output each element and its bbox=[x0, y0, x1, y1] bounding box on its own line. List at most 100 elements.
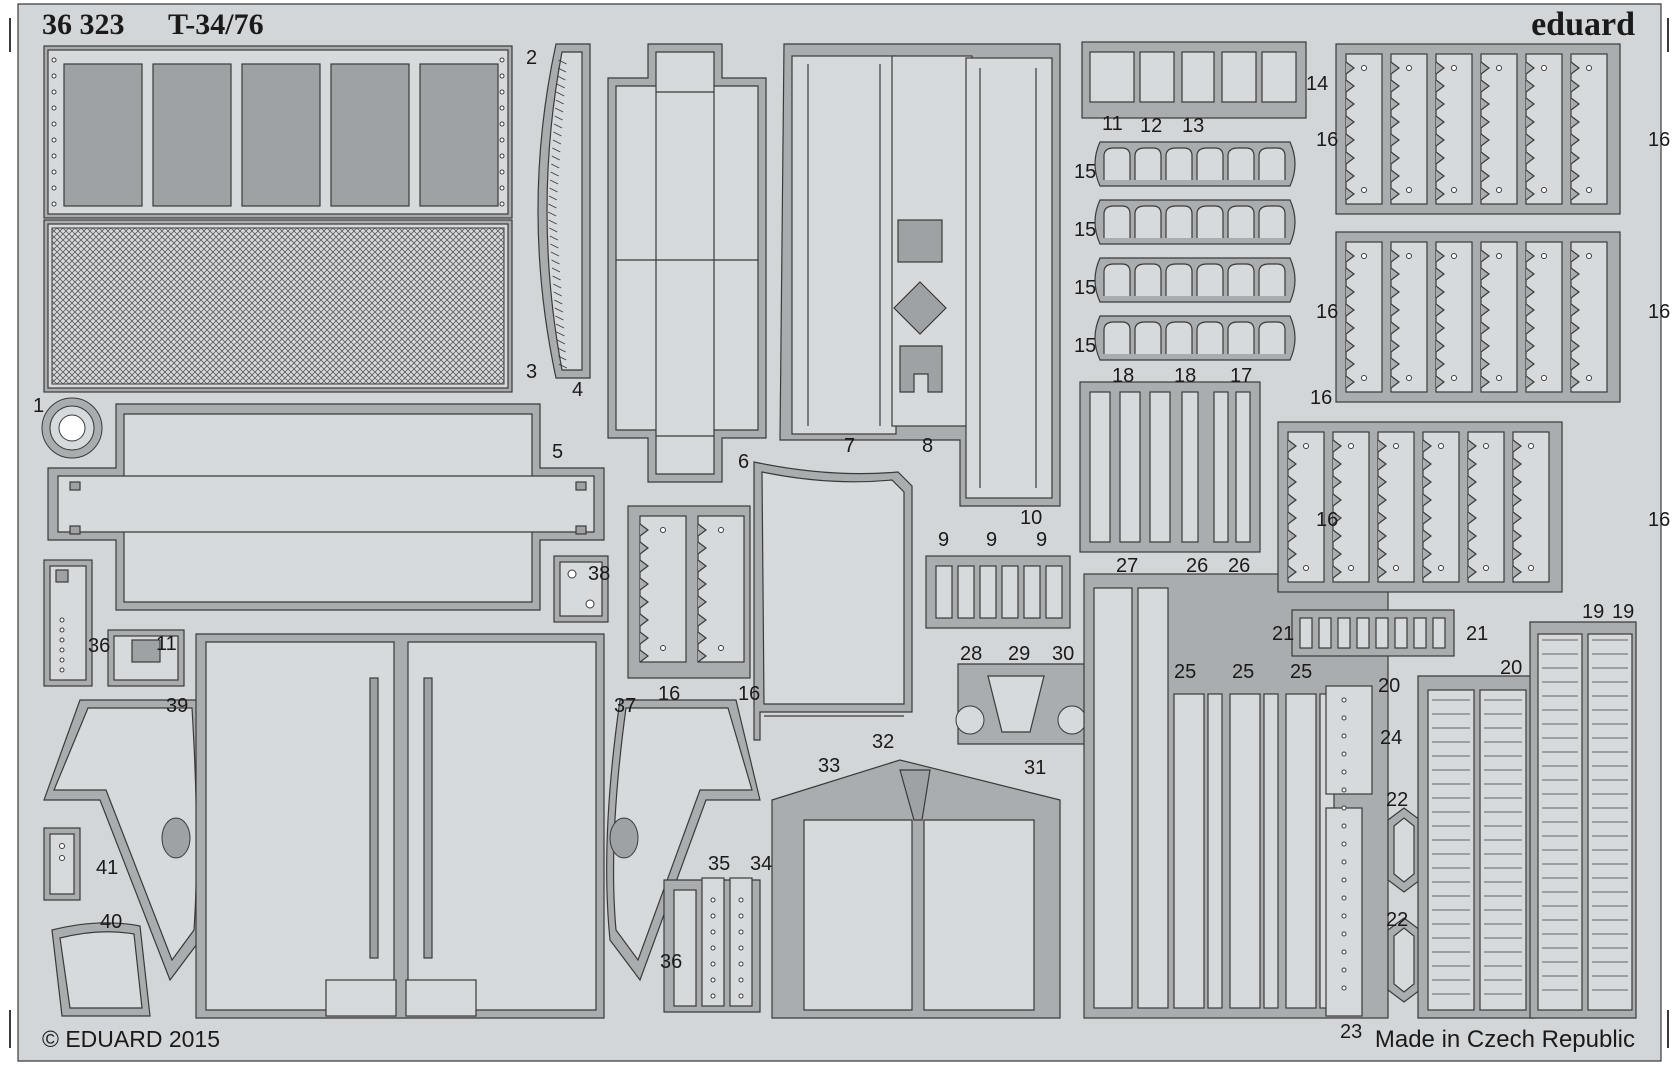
part-number-label: 6 bbox=[738, 451, 749, 473]
hatch-panel bbox=[330, 63, 410, 207]
tooth bbox=[1390, 79, 1400, 93]
part-21-piece bbox=[1394, 617, 1408, 649]
tooth bbox=[1435, 321, 1445, 335]
tooth bbox=[1390, 285, 1400, 299]
tooth bbox=[1390, 339, 1400, 353]
part-12 bbox=[1139, 51, 1175, 103]
part-16 bbox=[1422, 431, 1460, 583]
part-3-mesh-screen bbox=[43, 219, 513, 393]
part-15-hook bbox=[1227, 321, 1255, 354]
tooth bbox=[1435, 249, 1445, 263]
tooth bbox=[550, 243, 559, 249]
part-16-block-b bbox=[1335, 231, 1621, 403]
part-14b bbox=[1261, 51, 1297, 103]
hole bbox=[738, 929, 744, 935]
hatch-panel bbox=[152, 63, 232, 207]
hole bbox=[1451, 375, 1457, 381]
part-15-hook bbox=[1134, 321, 1162, 354]
tooth bbox=[1480, 97, 1490, 111]
parts-17-18 bbox=[1079, 381, 1261, 553]
tooth bbox=[1422, 439, 1432, 453]
tooth bbox=[697, 559, 707, 573]
hole bbox=[1361, 253, 1367, 259]
tooth bbox=[1422, 565, 1432, 579]
tooth bbox=[1480, 187, 1490, 201]
hole bbox=[1586, 187, 1592, 193]
hole bbox=[1483, 565, 1489, 571]
hatch-panel bbox=[63, 63, 143, 207]
hole bbox=[1393, 443, 1399, 449]
hole bbox=[710, 977, 716, 983]
part-27b bbox=[1137, 587, 1169, 1009]
tooth bbox=[1332, 475, 1342, 489]
part-10 bbox=[965, 57, 1053, 499]
tooth bbox=[1525, 303, 1535, 317]
tooth bbox=[1377, 439, 1387, 453]
part-number-label: 34 bbox=[750, 853, 772, 875]
tooth bbox=[1570, 79, 1580, 93]
tooth bbox=[1345, 267, 1355, 281]
tooth bbox=[1435, 267, 1445, 281]
part-number-label: 26 bbox=[1186, 555, 1208, 577]
tooth bbox=[552, 275, 561, 281]
part-25b bbox=[1207, 693, 1223, 1009]
tooth bbox=[1390, 61, 1400, 75]
part-15-hook bbox=[1196, 321, 1224, 354]
tooth bbox=[555, 315, 564, 321]
part-number-label: 9 bbox=[938, 529, 949, 551]
part-16 bbox=[1480, 241, 1518, 393]
part-25a bbox=[1285, 693, 1317, 1009]
hole bbox=[718, 645, 724, 651]
part-number-label: 25 bbox=[1290, 661, 1312, 683]
tooth bbox=[1422, 475, 1432, 489]
part-number-label: 9 bbox=[986, 529, 997, 551]
part-15-hook bbox=[1103, 147, 1131, 180]
part-21-piece bbox=[1413, 617, 1427, 649]
part-21-piece bbox=[1318, 617, 1332, 649]
tooth bbox=[697, 649, 707, 663]
rivet bbox=[499, 169, 505, 175]
hole bbox=[1496, 253, 1502, 259]
hole bbox=[1361, 375, 1367, 381]
tooth bbox=[554, 107, 564, 113]
part-16 bbox=[1570, 241, 1608, 393]
part-number-label: 25 bbox=[1174, 661, 1196, 683]
rivet bbox=[51, 201, 57, 207]
part-15-hook bbox=[1103, 321, 1131, 354]
center-plate bbox=[195, 633, 605, 1019]
tooth bbox=[1570, 339, 1580, 353]
part-1-ring bbox=[41, 397, 103, 459]
tooth bbox=[639, 649, 649, 663]
tooth bbox=[697, 523, 707, 537]
part-16 bbox=[1480, 53, 1518, 205]
parts-28-30 bbox=[955, 663, 1087, 745]
hole bbox=[1438, 565, 1444, 571]
tooth bbox=[1570, 375, 1580, 389]
brand-logo: eduard bbox=[1531, 6, 1635, 43]
slot bbox=[575, 481, 587, 491]
part-15-hook bbox=[1165, 263, 1193, 296]
part-38 bbox=[559, 561, 603, 617]
part-21-piece bbox=[1375, 617, 1389, 649]
hole bbox=[1341, 841, 1347, 847]
hole bbox=[1496, 187, 1502, 193]
tooth bbox=[639, 613, 649, 627]
tooth bbox=[556, 331, 565, 337]
rivet bbox=[51, 89, 57, 95]
part-16 bbox=[1570, 53, 1608, 205]
hinge bbox=[899, 769, 931, 821]
part-number-label: 11 bbox=[156, 633, 177, 655]
part-16 bbox=[1332, 431, 1370, 583]
part-9-piece bbox=[1045, 565, 1063, 619]
part-number-label: 32 bbox=[872, 731, 894, 753]
part-number-label: 38 bbox=[588, 563, 610, 585]
tooth bbox=[1287, 565, 1297, 579]
tooth bbox=[1525, 357, 1535, 371]
hole bbox=[710, 913, 716, 919]
tooth bbox=[1345, 187, 1355, 201]
tooth bbox=[549, 187, 558, 193]
part-39-fender bbox=[43, 699, 206, 982]
tooth bbox=[1390, 357, 1400, 371]
part-16 bbox=[1525, 241, 1563, 393]
tooth bbox=[1435, 79, 1445, 93]
